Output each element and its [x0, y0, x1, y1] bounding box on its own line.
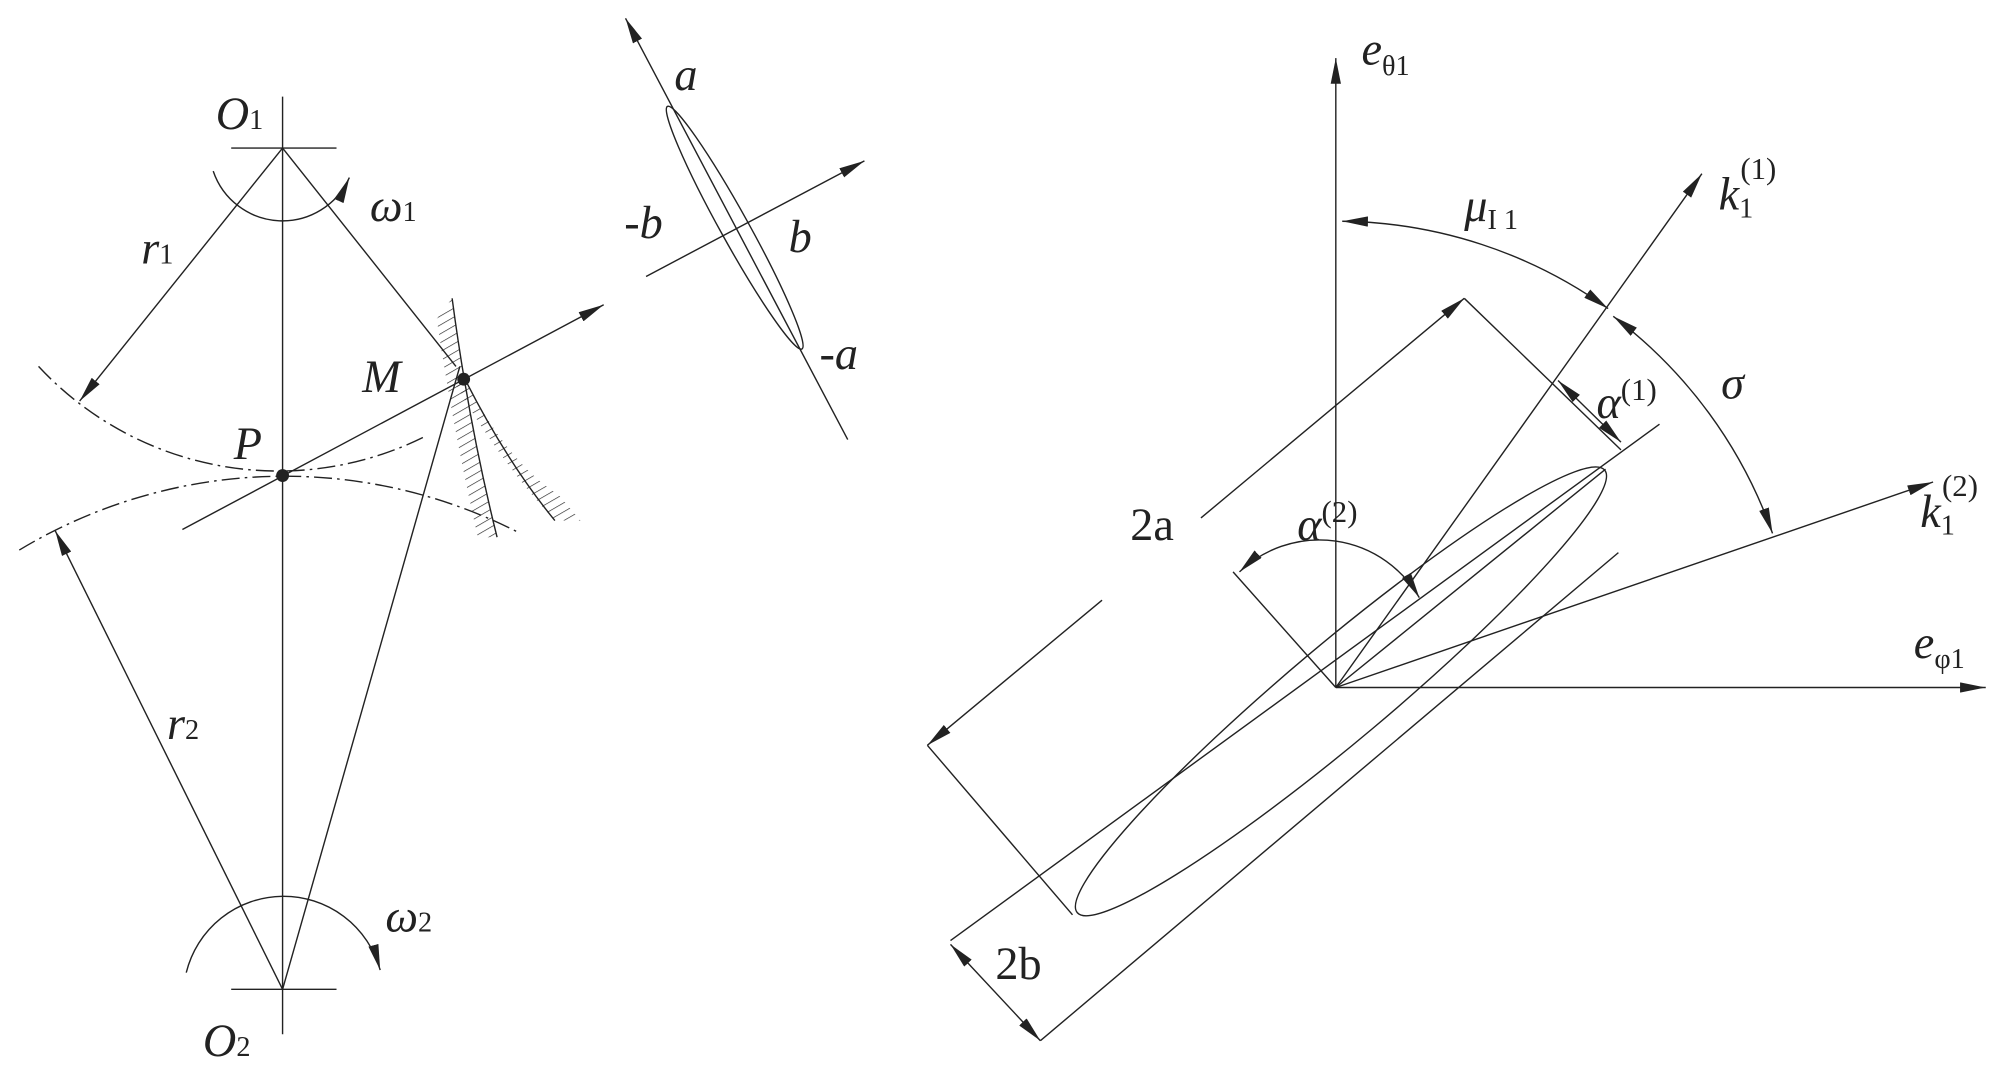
label-e-phi: eφ1	[1914, 617, 1965, 675]
lower-tangent-line	[1039, 552, 1619, 1042]
point-M	[457, 372, 471, 386]
r1-arrow	[79, 147, 284, 402]
label-M: M	[361, 351, 403, 402]
label-a: a	[674, 49, 697, 100]
contact-ellipse	[665, 105, 804, 350]
dim-2a-seg1	[926, 599, 1103, 746]
orientation-figure: eθ1 eφ1 k1(1) k1(2) μI 1 σ α(1) α(2) 2a …	[926, 24, 1986, 1042]
label-e-theta: eθ1	[1362, 24, 1410, 82]
sigma-arc	[1612, 315, 1774, 534]
label-o2: O2	[203, 1015, 251, 1066]
tooth-profile-1	[451, 298, 498, 538]
label-omega2: ω2	[385, 891, 432, 942]
k1-1-ray	[1335, 173, 1703, 688]
line-of-action-arrow	[182, 304, 605, 531]
alpha2-arc	[1238, 539, 1420, 598]
label-b: b	[789, 211, 812, 262]
label-alpha1: α(1)	[1597, 373, 1657, 428]
alpha1-arrows	[1557, 380, 1622, 443]
o1-m-line	[282, 147, 457, 367]
label-k1-1: k1(1)	[1719, 152, 1777, 225]
r2-arrow	[54, 530, 284, 990]
label-P: P	[233, 418, 262, 469]
label-sigma: σ	[1721, 357, 1746, 408]
gear-mesh-figure: O1 O2 ω1 ω2 r1 r2 P M	[18, 88, 605, 1066]
label-alpha2: α(2)	[1297, 495, 1357, 550]
label-2b: 2b	[995, 938, 1041, 989]
label-omega1: ω1	[370, 180, 417, 231]
k1-2-ray	[1335, 481, 1934, 689]
omega2-arc	[185, 895, 381, 973]
label-neg-b: -b	[624, 197, 663, 248]
extension-line-bottom	[926, 744, 1074, 916]
tooth-profile-2	[464, 378, 556, 521]
upper-tangent-line	[950, 423, 1660, 942]
label-2a: 2a	[1130, 499, 1174, 550]
dim-2b	[949, 943, 1041, 1042]
contact-ellipse-oriented	[1074, 466, 1608, 917]
mu-arc	[1342, 216, 1609, 310]
dim-2a-seg2	[1200, 297, 1465, 519]
label-r1: r1	[141, 223, 173, 274]
pitch-circle-1	[38, 365, 425, 472]
extension-line-alpha2	[1232, 571, 1337, 688]
contact-ellipse-figure: a -b b -a	[624, 17, 865, 440]
point-P	[276, 469, 289, 482]
label-k1-2: k1(2)	[1920, 469, 1978, 542]
o2-m-line	[281, 366, 461, 990]
tooth-profile-2-hatch	[455, 379, 581, 521]
minor-axis-arrow	[645, 160, 865, 278]
tooth-profile-1-hatch	[436, 298, 498, 538]
omega1-arc	[212, 170, 351, 222]
label-mu: μI 1	[1463, 180, 1518, 236]
label-o1: O1	[216, 88, 264, 139]
label-r2: r2	[167, 698, 199, 749]
label-neg-a: -a	[819, 328, 858, 379]
pitch-circle-2	[18, 475, 521, 551]
ellipse-axis-ray	[1335, 468, 1606, 689]
